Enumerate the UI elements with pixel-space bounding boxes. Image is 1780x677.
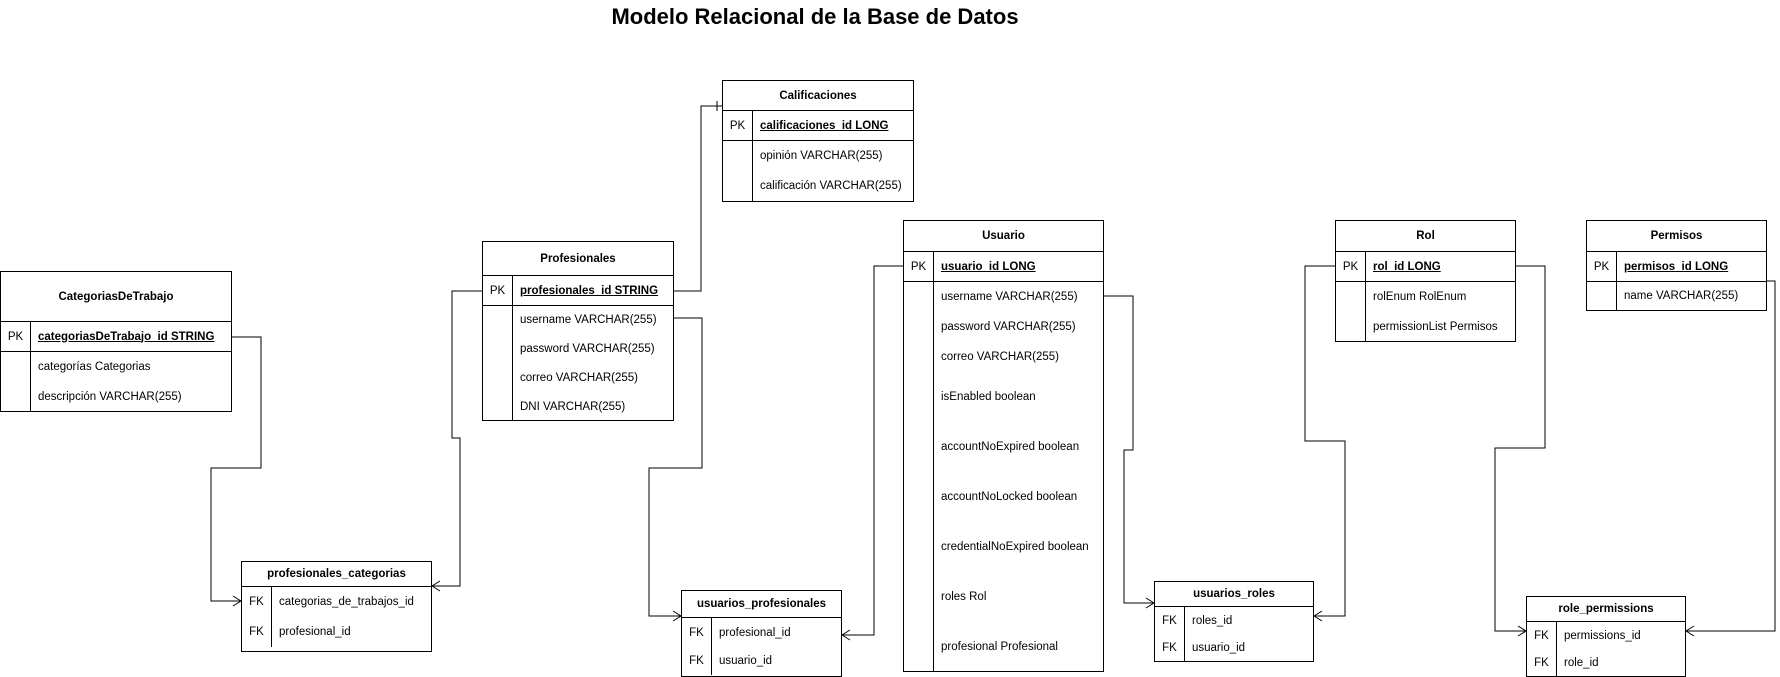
connector-rol-usuroles [1304,265,1346,617]
crow-foot [672,610,682,622]
field: categorías Categorias [38,361,151,373]
pk-field: categoriasDeTrabajo_id STRING [38,330,215,343]
pk-label: PK [1587,252,1617,281]
table-permisos[interactable]: Permisos PK permisos_id LONG name VARCHA… [1586,220,1767,311]
crow-foot [1685,625,1695,637]
fk-field: categorias_de_trabajos_id [279,596,414,608]
table-header: role_permissions [1527,597,1685,622]
field: DNI VARCHAR(255) [520,400,626,413]
connector-categorias-profcat [210,336,262,602]
table-rol[interactable]: Rol PK rol_id LONG rolEnum RolEnum permi… [1335,220,1516,342]
field: username VARCHAR(255) [941,291,1078,303]
fk-field: profesional_id [279,626,351,638]
field: permissionList Permisos [1373,320,1498,333]
pk-field: rol_id LONG [1373,260,1441,273]
table-header: profesionales_categorias [242,562,431,587]
fk-label: FK [1527,649,1557,676]
pk-field: profesionales_id STRING [520,284,659,297]
connector-profesionales-usuprof [648,317,703,617]
table-header: Calificaciones [723,81,913,111]
field: descripción VARCHAR(255) [38,390,182,403]
table-usuarios-profesionales[interactable]: usuarios_profesionales FK profesional_id… [681,590,842,677]
field: credentialNoExpired boolean [941,541,1089,553]
table-header: usuarios_profesionales [682,591,841,618]
connector-usuario-usuprof [842,265,903,636]
crow-foot [1313,610,1323,622]
field: accountNoLocked boolean [941,491,1078,503]
fk-label: FK [242,587,272,617]
field: roles Rol [941,591,987,603]
fk-field: usuario_id [719,655,773,667]
field: rolEnum RolEnum [1373,291,1467,303]
table-header: usuarios_roles [1155,582,1313,607]
pk-field: permisos_id LONG [1624,260,1729,273]
field: password VARCHAR(255) [941,321,1076,333]
crow-foot [232,595,242,607]
table-header: Usuario [904,221,1103,252]
table-calificaciones[interactable]: Calificaciones PK calificaciones_id LONG… [722,80,914,202]
fk-field: permissions_id [1564,629,1641,642]
connector-usuario-usuroles [1103,295,1154,604]
crow-foot [841,629,851,641]
field: password VARCHAR(255) [520,342,655,355]
pk-label: PK [483,276,513,305]
pk-label: PK [1336,252,1366,281]
pk-label: PK [904,252,934,281]
table-usuarios-roles[interactable]: usuarios_roles FK roles_id FK usuario_id [1154,581,1314,662]
fk-field: role_id [1564,656,1599,669]
table-header: Rol [1336,221,1515,252]
table-header: Profesionales [483,242,673,276]
crow-foot [1145,597,1155,609]
field: username VARCHAR(255) [520,314,657,326]
connector-profesionales-profcat [432,290,482,587]
fk-label: FK [682,647,712,675]
table-header: Permisos [1587,221,1766,252]
fk-label: FK [1527,622,1557,649]
field: opinión VARCHAR(255) [760,150,883,162]
field: accountNoExpired boolean [941,441,1080,453]
table-header: CategoriasDeTrabajo [1,272,231,322]
fk-field: profesional_id [719,626,791,639]
fk-label: FK [1155,607,1185,634]
pk-field: calificaciones_id LONG [760,119,889,132]
crow-foot [1517,625,1527,637]
pk-label: PK [1,322,31,351]
pk-label: PK [723,111,753,140]
field: name VARCHAR(255) [1624,290,1739,302]
fk-label: FK [242,617,272,647]
crow-foot [431,580,441,592]
table-usuario[interactable]: Usuario PK usuario_id LONG username VARC… [903,220,1104,672]
connector-profesionales-calificaciones [673,105,722,292]
fk-field: roles_id [1192,614,1233,627]
field: correo VARCHAR(255) [941,351,1060,363]
table-profesionales[interactable]: Profesionales PK profesionales_id STRING… [482,241,674,421]
pk-field: usuario_id LONG [941,260,1036,273]
fk-field: usuario_id [1192,641,1246,654]
fk-label: FK [682,618,712,647]
table-categorias-de-trabajo[interactable]: CategoriasDeTrabajo PK categoriasDeTraba… [0,271,232,412]
diagram-title: Modelo Relacional de la Base de Datos [611,4,1019,29]
connector-rol-roleperm [1494,265,1546,632]
field: isEnabled boolean [941,391,1036,403]
field: correo VARCHAR(255) [520,372,639,384]
table-profesionales-categorias[interactable]: profesionales_categorias FK categorias_d… [241,561,432,652]
field: profesional Profesional [941,640,1058,653]
connector-permisos-roleperm [1686,280,1776,632]
table-role-permissions[interactable]: role_permissions FK permissions_id FK ro… [1526,596,1686,677]
field: calificación VARCHAR(255) [760,180,902,192]
fk-label: FK [1155,634,1185,661]
